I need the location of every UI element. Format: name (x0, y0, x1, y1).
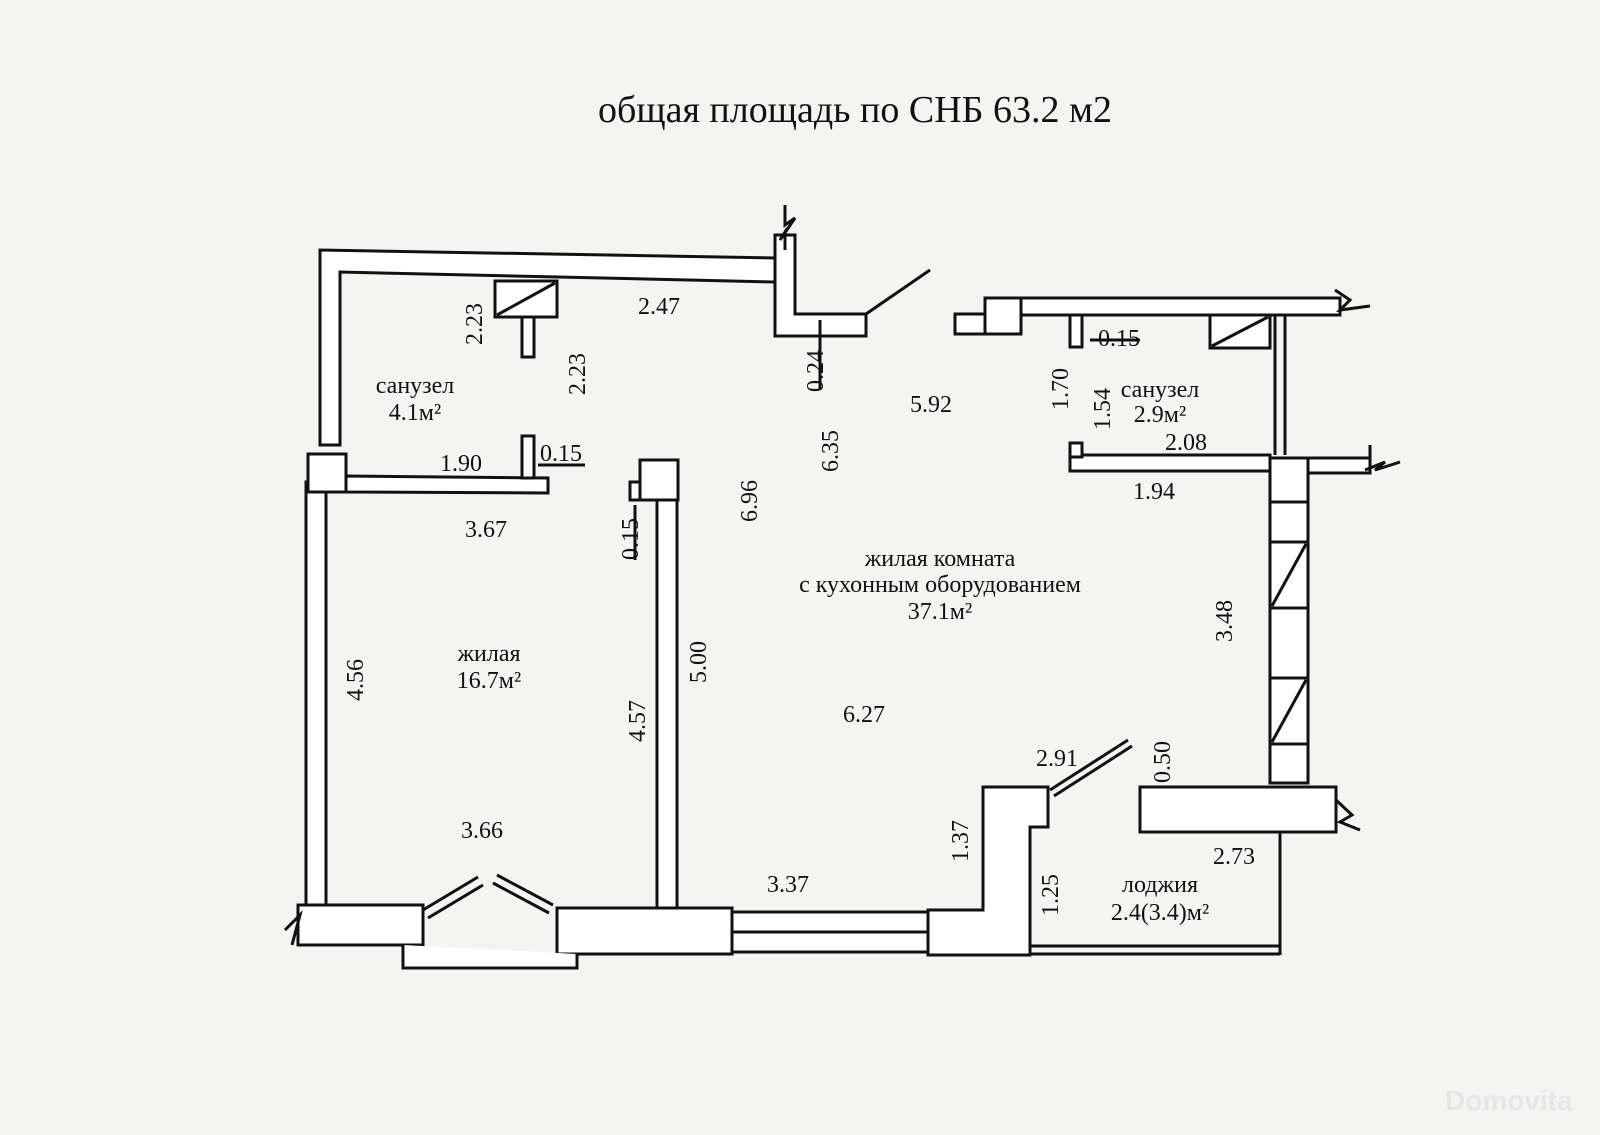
wall-kitchen-notch (926, 785, 1050, 957)
wall-bathroom-left-bottom (344, 474, 550, 495)
door-swing-loggia (1049, 738, 1133, 798)
room-area: 37.1м² (908, 599, 972, 625)
dimension: 0.15 (1098, 326, 1140, 352)
room-name: санузел (376, 373, 455, 399)
wall-stub (628, 480, 642, 502)
door-swing (865, 268, 931, 316)
wall-stub (520, 315, 536, 359)
room-name: жилая комната (864, 546, 1016, 572)
wall-right-ext (1306, 456, 1372, 475)
dimension: 1.94 (1133, 479, 1175, 505)
room-name-line2: с кухонным оборудованием (799, 572, 1081, 598)
wall-break-symbol (283, 909, 303, 946)
balcony-door-swing (422, 873, 554, 920)
dimension: 1.90 (440, 451, 482, 477)
column (983, 296, 1023, 336)
wall-break-symbol (1364, 445, 1401, 472)
dimension: 2.23 (565, 353, 591, 395)
wall-break-symbol (1334, 288, 1371, 313)
dimension: 0.15 (618, 518, 644, 560)
balcony-bay (401, 945, 579, 970)
window-diagonal (1270, 543, 1308, 607)
column (638, 458, 680, 502)
dimension: 2.47 (638, 294, 680, 320)
watermark: Domovita (1445, 1085, 1573, 1116)
wall-bottom (555, 906, 734, 956)
dimension: 2.08 (1165, 430, 1207, 456)
dimension: 3.48 (1212, 600, 1238, 642)
wall-stub (1068, 313, 1084, 349)
wall-break-symbol (1334, 798, 1361, 832)
walls (283, 205, 1401, 970)
room-labels: санузел 4.1м² санузел 2.9м² жилая комнат… (376, 373, 1209, 926)
dimension: 1.25 (1038, 874, 1064, 916)
dimension: 5.00 (686, 641, 712, 683)
dimension: 6.35 (818, 430, 844, 472)
wall-stub (520, 434, 536, 480)
loggia-slab (1138, 785, 1338, 834)
room-name: жилая (456, 641, 520, 667)
dimension: 1.37 (948, 820, 974, 862)
wall-stub (953, 312, 987, 336)
room-area: 16.7м² (457, 668, 521, 694)
room-area: 2.9м² (1134, 402, 1186, 428)
window-diagonal (1270, 679, 1308, 743)
wall-left (304, 480, 328, 907)
dimension: 0.50 (1150, 741, 1176, 783)
wall-top-right (1019, 296, 1342, 317)
wall-break-symbol (778, 205, 797, 250)
room-name: санузел (1121, 377, 1200, 403)
room-area: 2.4(3.4)м² (1111, 900, 1209, 926)
dimension: 1.54 (1090, 388, 1116, 430)
dimension: 6.96 (737, 480, 763, 522)
dimension: 4.57 (625, 700, 651, 742)
dimension: 4.56 (343, 659, 369, 701)
shaft-diagonal (1211, 315, 1269, 348)
dimension: 0.24 (803, 350, 829, 392)
dimension: 0.15 (540, 441, 582, 467)
dimension: 3.67 (465, 517, 507, 543)
plan-title: общая площадь по СНБ 63.2 м2 (598, 89, 1112, 131)
dimensions: 2.23 2.23 2.47 0.24 5.92 6.35 6.96 0.15 … (343, 294, 1255, 916)
shaft-diagonal (496, 281, 556, 317)
dimension: 2.23 (462, 303, 488, 345)
wall-stub (1068, 441, 1084, 459)
wall-bathroom-bottom (1068, 453, 1272, 473)
dimension: 5.92 (910, 392, 952, 418)
dimension: 2.91 (1036, 746, 1078, 772)
dimension: 2.73 (1213, 844, 1255, 870)
column (1268, 456, 1310, 504)
dimension: 3.66 (461, 818, 503, 844)
room-area: 4.1м² (389, 400, 441, 426)
column (306, 452, 348, 494)
dimension: 6.27 (843, 702, 885, 728)
dimension: 3.37 (767, 872, 809, 898)
wall-bottom-left (296, 903, 425, 947)
dimension: 1.70 (1048, 368, 1074, 410)
partition (655, 498, 679, 910)
room-name: лоджия (1122, 872, 1198, 898)
